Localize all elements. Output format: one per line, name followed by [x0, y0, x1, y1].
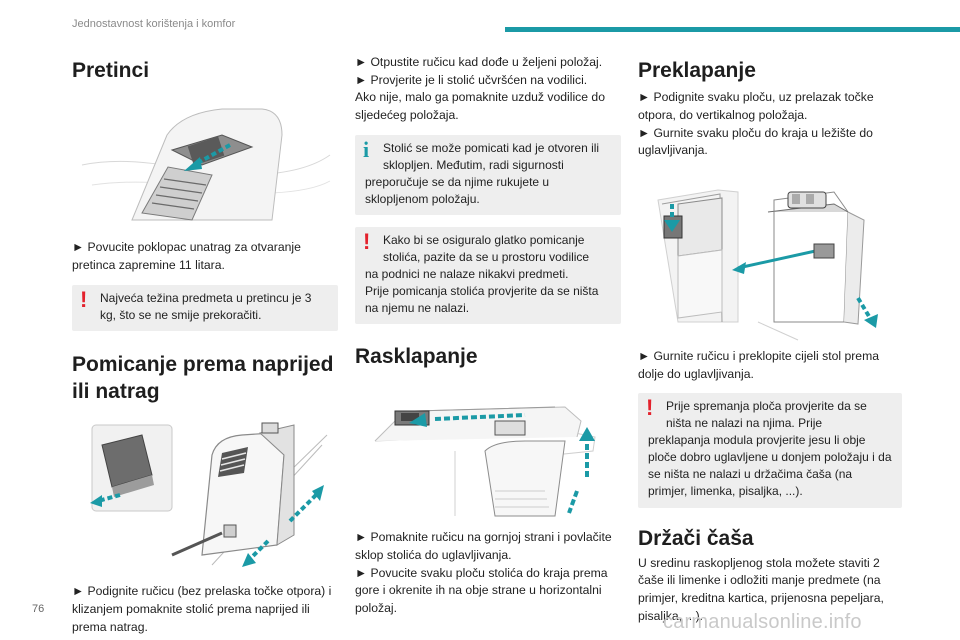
illustration-storage-compartment: [81, 108, 331, 221]
warning-line: Prije spremanja ploča provjerite da se: [666, 399, 867, 414]
warning-weight: ! Najveća težina predmeta u pretincu je …: [72, 284, 338, 331]
heading-cup-holders: Držači čaša: [638, 526, 754, 550]
text-slide-table: ► Podignite ručicu (bez prelaska točke o…: [72, 584, 332, 634]
warning-icon: !: [80, 286, 88, 312]
watermark: carmanualsonline.info: [663, 611, 862, 633]
warning-line: ništa ne nalazi na njima. Prije: [666, 416, 823, 431]
warning-line: preklapanja modula provjerite jesu li ob…: [648, 433, 892, 499]
illustration-unfold-table: [374, 406, 596, 517]
heading-rasklapanje: Rasklapanje: [355, 345, 478, 369]
text-move-next-position: Ako nije, malo ga pomaknite uzduž vodili…: [355, 90, 605, 123]
text-open-compartment: ► Povucite poklopac unatrag za otvaranje…: [72, 240, 301, 272]
column-right: Preklapanje ► Podignite svaku ploču, uz …: [638, 50, 902, 625]
text-check-locked: ► Provjerite je li stolić učvršćen na vo…: [355, 72, 588, 87]
info-icon: i: [363, 136, 370, 162]
text-cup-holders: U sredinu raskopljenog stola možete stav…: [638, 555, 884, 623]
warning-line: na podnici ne nalaze nikakvi predmeti.: [365, 266, 569, 281]
info-line: preporučuje se da njime rukujete u sklop…: [365, 174, 550, 206]
text-push-panel: ► Gurnite svaku ploču do kraja u ležište…: [638, 125, 873, 158]
info-line: sklopljen. Međutim, radi sigurnosti: [383, 157, 564, 172]
warning-line: stolića, pazite da se u prostoru vodilic…: [383, 249, 590, 264]
heading-forward-backward: Pomicanje prema naprijed ili natrag: [72, 352, 334, 403]
warning-line: kg, što se ne smije prekoračiti.: [100, 307, 262, 322]
warning-icon: !: [646, 395, 654, 421]
text-release-lever: ► Otpustite ručicu kad dođe u željeni po…: [355, 55, 603, 69]
running-header: Jednostavnost korištenja i komfor: [72, 18, 236, 30]
illustration-fold-panels: [657, 189, 878, 341]
column-left: Pretinci ► Povucite poklopac unatrag za …: [72, 50, 338, 636]
text-raise-panel: ► Podignite svaku ploču, uz prelazak toč…: [638, 90, 874, 122]
heading-preklapanje: Preklapanje: [638, 59, 756, 82]
column-middle: ► Otpustite ručicu kad dođe u željeni po…: [355, 54, 621, 618]
header-accent-bar: [505, 27, 960, 32]
info-line: Stolić se može pomicati kad je otvoren i…: [383, 140, 600, 155]
page-number: 76: [32, 603, 45, 615]
text-pull-panels: ► Povucite svaku ploču stolića do kraja …: [355, 565, 608, 615]
text-push-lever-fold: ► Gurnite ručicu i preklopite cijeli sto…: [638, 348, 880, 381]
warning-line: Najveća težina predmeta u pretincu je 3: [100, 290, 312, 305]
warning-icon: !: [363, 228, 371, 254]
warning-rail-clear: ! Kako bi se osiguralo glatko pomicanje …: [355, 226, 621, 325]
info-note-move: i Stolić se može pomicati kad je otvoren…: [355, 134, 621, 215]
heading-pretinci: Pretinci: [72, 59, 150, 82]
warning-line: Prije pomicanja stolića provjerite da se…: [365, 283, 599, 315]
text-unfold-lever: ► Pomaknite ručicu na gornjoj strani i p…: [355, 530, 612, 562]
illustration-slide-table: [90, 422, 328, 568]
warning-before-fold: ! Prije spremanja ploča provjerite da se…: [638, 393, 902, 508]
warning-line: Kako bi se osiguralo glatko pomicanje: [383, 232, 585, 247]
